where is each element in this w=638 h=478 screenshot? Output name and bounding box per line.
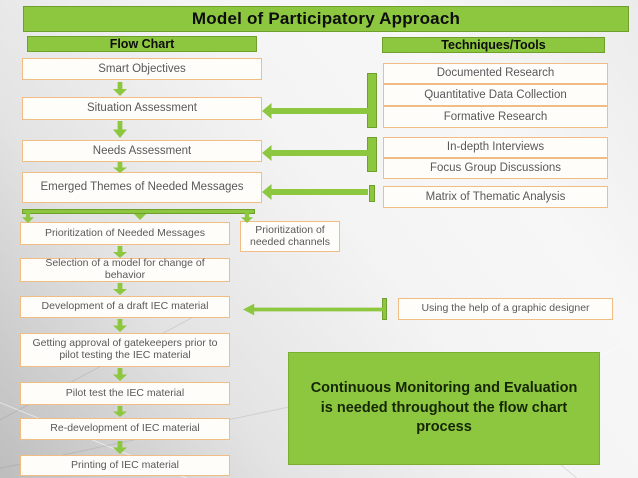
flow-step-prioritization-messages: Prioritization of Needed Messages <box>20 222 230 245</box>
flow-step-prioritization-channels: Prioritization of needed channels <box>240 221 340 252</box>
arrow-down-icon <box>113 319 127 332</box>
techniques-header: Techniques/Tools <box>382 37 605 53</box>
slide-title: Model of Participatory Approach <box>191 9 461 28</box>
technique-focus-groups: Focus Group Discussions <box>383 158 608 179</box>
split-connector-bar <box>22 209 255 214</box>
arrow-left-icon <box>262 145 368 161</box>
flow-step-printing: Printing of IEC material <box>20 455 230 476</box>
note-box: Continuous Monitoring and Evaluation is … <box>288 352 600 465</box>
flow-step-smart-objectives: Smart Objectives <box>22 58 262 80</box>
arrow-down-icon <box>113 246 127 258</box>
arrow-down-icon <box>113 121 127 138</box>
arrow-left-icon <box>262 103 368 119</box>
flow-step-redevelopment: Re-development of IEC material <box>20 418 230 440</box>
title-bar <box>23 6 629 32</box>
techniques-bracket-interviews <box>367 137 377 172</box>
technique-formative-research: Formative Research <box>383 106 608 128</box>
background-line <box>0 307 210 431</box>
arrow-left-icon <box>243 303 383 316</box>
techniques-bracket-matrix <box>369 185 375 202</box>
flow-step-development-draft: Development of a draft IEC material <box>20 296 230 318</box>
flow-step-selection-model: Selection of a model for change of behav… <box>20 257 230 282</box>
flow-step-situation-assessment: Situation Assessment <box>22 97 262 120</box>
arrow-down-icon <box>113 162 127 173</box>
arrow-down-icon <box>113 368 127 381</box>
techniques-bracket-research <box>367 73 377 128</box>
flow-step-needs-assessment: Needs Assessment <box>22 140 262 162</box>
split-connector-right-drop <box>241 213 253 223</box>
arrow-down-icon <box>113 82 127 96</box>
technique-quantitative-data: Quantitative Data Collection <box>383 84 608 106</box>
flow-step-pilot-test: Pilot test the IEC material <box>20 382 230 405</box>
flow-step-emerged-themes: Emerged Themes of Needed Messages <box>22 172 262 203</box>
technique-thematic-matrix: Matrix of Thematic Analysis <box>383 186 608 208</box>
arrow-down-icon <box>113 283 127 295</box>
flow-chart-header: Flow Chart <box>27 36 257 52</box>
split-connector-left-drop <box>22 213 34 223</box>
arrow-down-icon <box>113 406 127 417</box>
technique-graphic-designer: Using the help of a graphic designer <box>398 298 613 320</box>
flow-step-gatekeeper-approval: Getting approval of gatekeepers prior to… <box>20 333 230 367</box>
split-connector-mid-tick <box>134 214 146 220</box>
technique-indepth-interviews: In-depth Interviews <box>383 137 608 158</box>
technique-documented-research: Documented Research <box>383 63 608 84</box>
arrow-left-icon <box>262 184 368 200</box>
